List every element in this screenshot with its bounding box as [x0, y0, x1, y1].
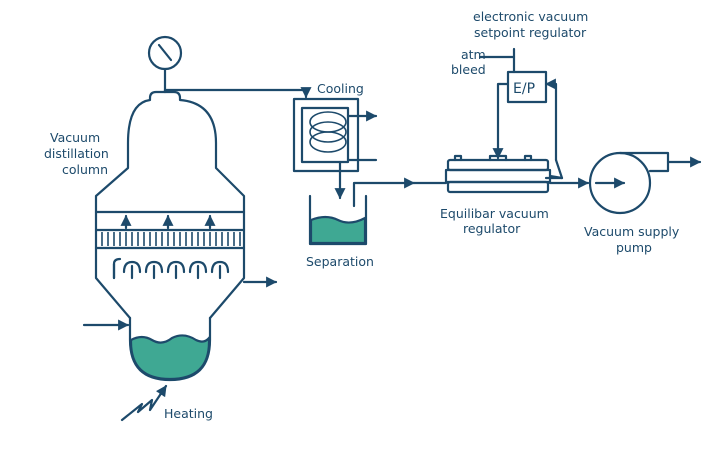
vapor-up-arrow-icons: [120, 214, 216, 230]
distillation-column: [82, 90, 278, 422]
pump-label-1: Vacuum supply: [584, 224, 680, 239]
separation-vessel: [308, 177, 416, 246]
ep-setpoint-regulator: [478, 47, 564, 180]
pilot-line: [492, 82, 510, 160]
pump-label-2: pump: [616, 240, 652, 255]
column-label-1: Vacuum: [50, 130, 100, 145]
cooling-label: Cooling: [317, 81, 364, 96]
setpoint-label-1: electronic vacuum: [473, 9, 588, 24]
equilibar-regulator: [412, 154, 590, 194]
bleed-label: bleed: [451, 62, 486, 77]
equilibar-label-2: regulator: [463, 221, 521, 236]
packing-section: [101, 232, 241, 246]
pressure-gauge-icon: [147, 35, 183, 94]
separation-label: Separation: [306, 254, 374, 269]
reboiler: [128, 316, 212, 382]
column-label-3: column: [62, 162, 108, 177]
overhead-pipe: [163, 87, 312, 99]
bubble-cap-tray: [112, 257, 230, 280]
ep-label: E/P: [513, 81, 535, 97]
equilibar-label-1: Equilibar vacuum: [440, 206, 549, 221]
heating-label: Heating: [164, 406, 213, 421]
atm-label: atm: [461, 47, 486, 62]
heating-icon: [120, 384, 168, 422]
cooler: [292, 97, 378, 200]
column-label-2: distillation: [44, 146, 109, 161]
feedback-line: [544, 78, 558, 162]
setpoint-label-2: setpoint regulator: [474, 25, 587, 40]
vacuum-pump: [588, 151, 702, 215]
